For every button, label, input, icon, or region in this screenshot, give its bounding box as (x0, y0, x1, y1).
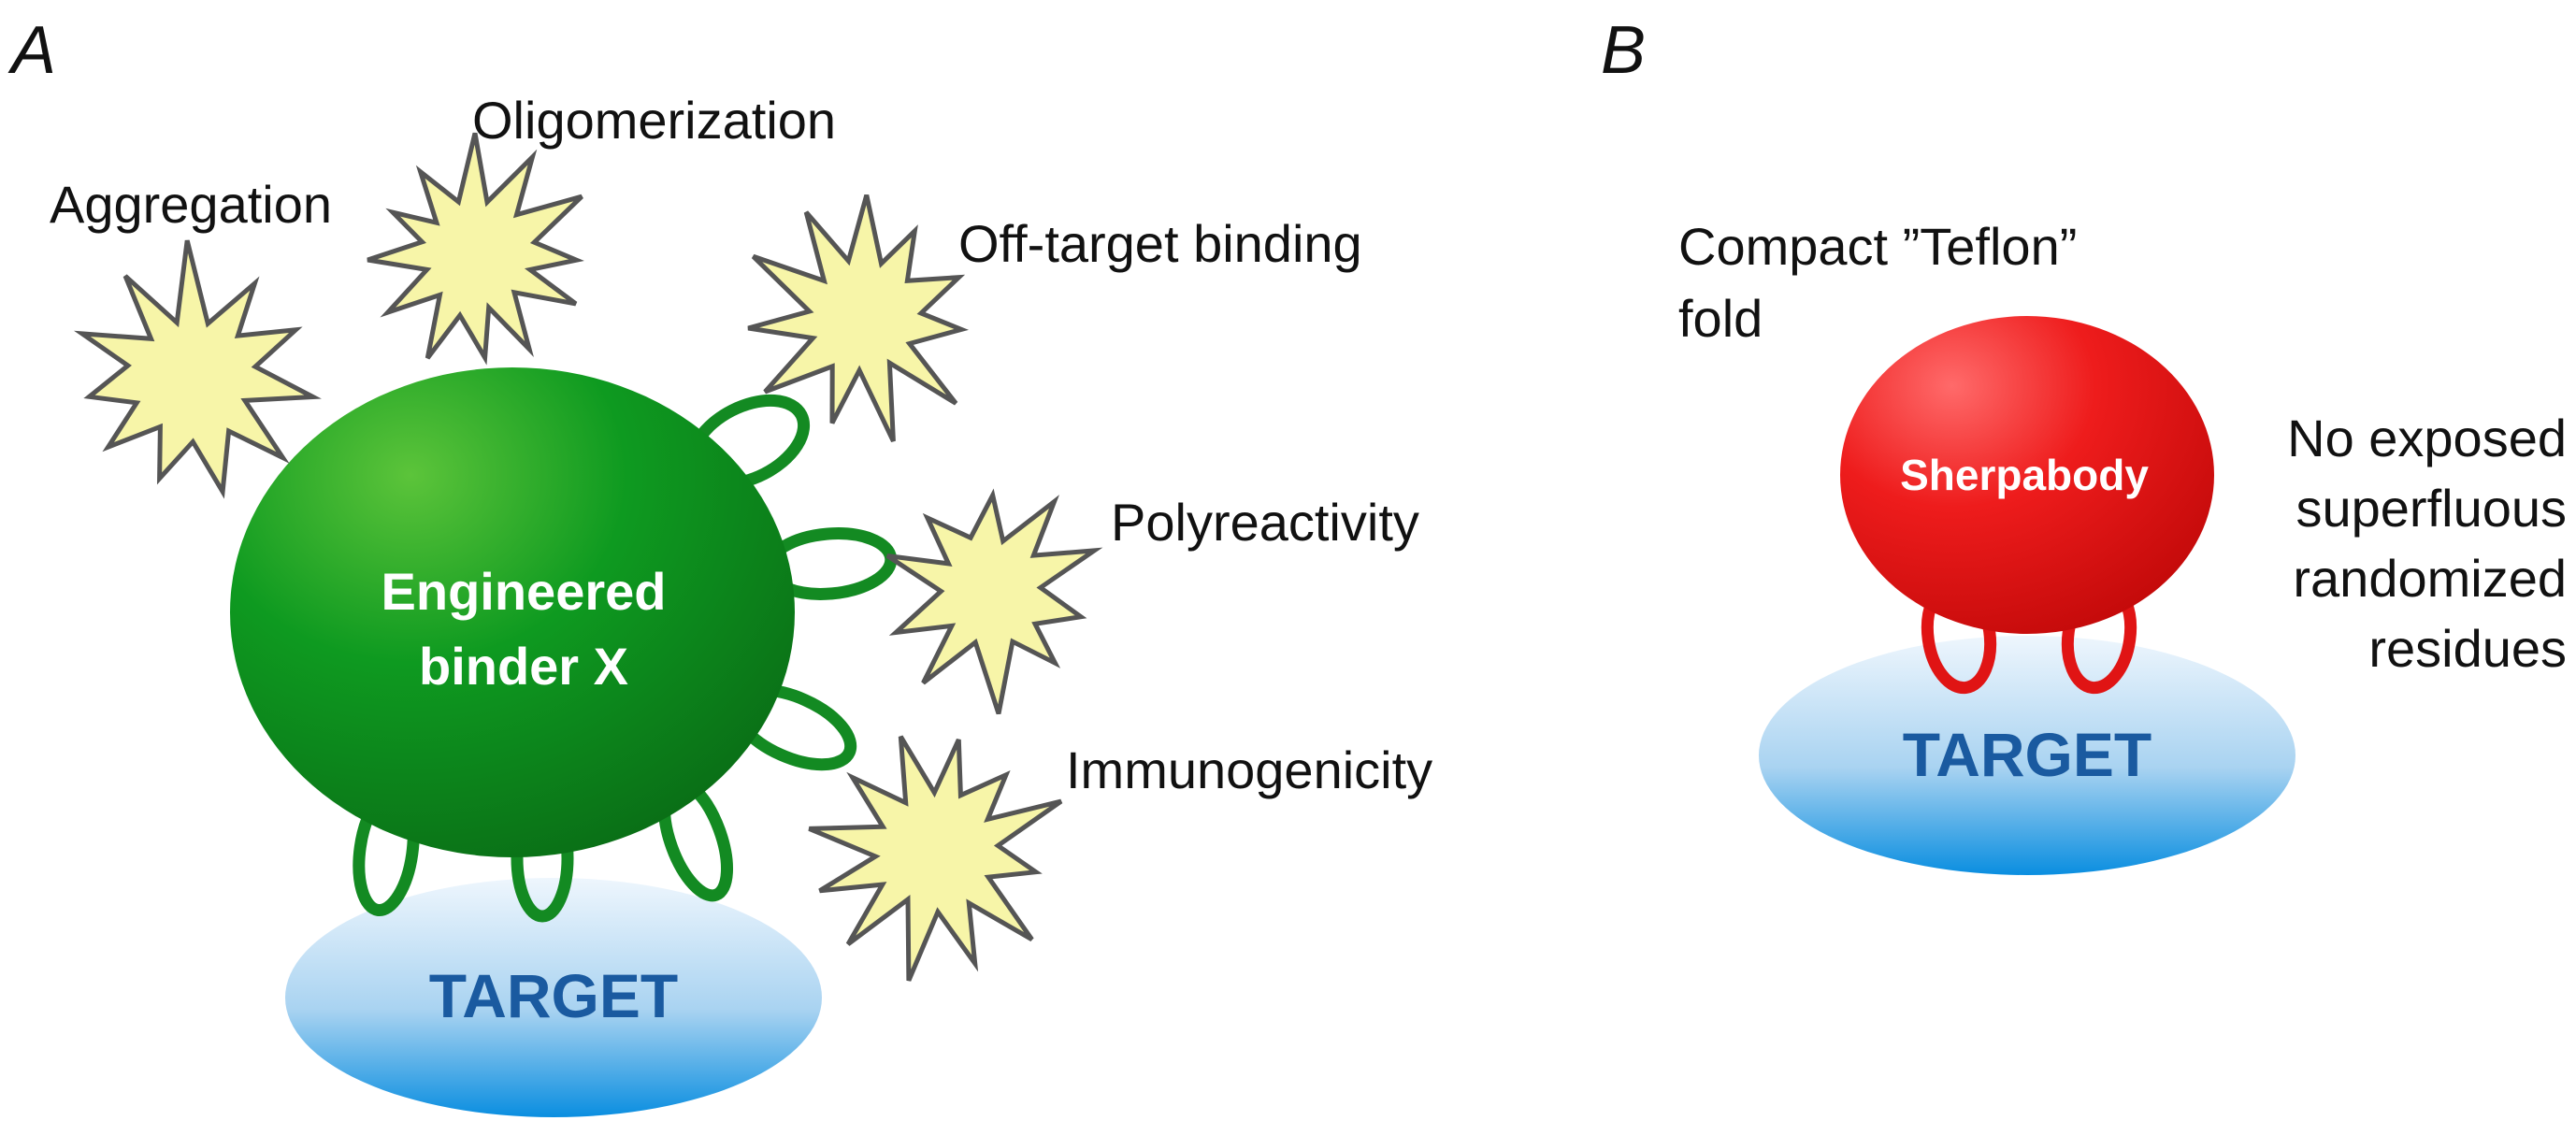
sherpabody (1840, 316, 2214, 634)
binder-label-line2: binder X (419, 637, 628, 696)
binder-label-line1: Engineered (381, 562, 667, 621)
starburst-icon (367, 132, 584, 366)
panel-b: B TARGET Sherpabody Compact ”Teflon” fol… (1601, 13, 2567, 875)
issue-aggregation: Aggregation (50, 175, 332, 234)
fold-note-line1: Compact ”Teflon” (1678, 217, 2077, 276)
issue-polyreactivity: Polyreactivity (1111, 493, 1419, 552)
starburst-icon (808, 735, 1063, 982)
residue-note-line4: residues (2368, 619, 2567, 678)
target-b (1759, 636, 2295, 875)
residue-note-line1: No exposed (2287, 409, 2567, 467)
panel-a-label: A (7, 13, 56, 88)
residue-note-line2: superfluous (2295, 479, 2567, 538)
panel-b-label: B (1601, 13, 1646, 88)
fold-note-line2: fold (1678, 289, 1763, 348)
starburst-icon (747, 194, 970, 442)
residue-note-line3: randomized (2293, 549, 2567, 608)
issue-off-target-binding: Off-target binding (958, 214, 1362, 273)
engineered-binder-x (230, 367, 795, 857)
panel-a: A TARGET Engineered binder X Aggregation… (7, 13, 1432, 1117)
issue-immunogenicity: Immunogenicity (1066, 740, 1432, 799)
starburst-icon (73, 239, 322, 499)
target-a (285, 878, 822, 1117)
starburst-icon (885, 488, 1103, 715)
sherpabody-label: Sherpabody (1900, 451, 2149, 499)
issue-oligomerization: Oligomerization (472, 91, 836, 150)
target-a-label: TARGET (429, 961, 678, 1030)
target-b-label: TARGET (1903, 720, 2151, 789)
